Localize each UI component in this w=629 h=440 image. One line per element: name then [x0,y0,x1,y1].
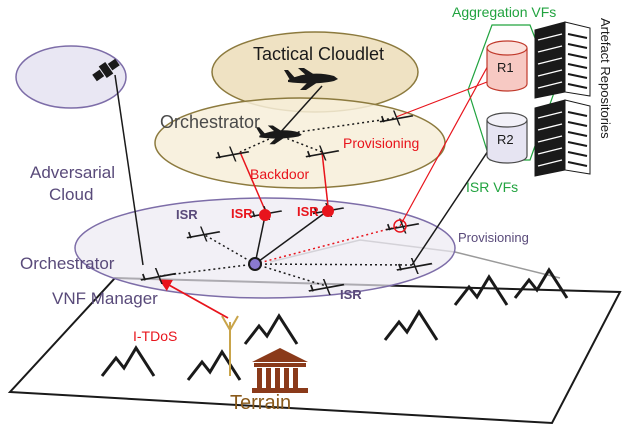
orchestrator-bottom-label: Orchestrator [20,254,115,273]
r1-label: R1 [497,60,514,75]
provisioning-node [393,219,407,233]
aircraft-icon [284,68,338,90]
database-icon [486,40,528,92]
aircraft-icon [255,125,302,145]
database-icon [486,112,528,164]
server-rack-icon [534,99,591,177]
antenna-icon [221,315,239,376]
provisioning-right-label: Provisioning [458,230,529,245]
r2-label: R2 [497,132,514,147]
edge-ellipse [74,197,456,299]
compromised-node [259,209,271,221]
satellite-icon [92,58,120,82]
terrain-plane [7,276,622,425]
isr-label: ISR [340,287,362,302]
isr-vfs-label: ISR VFs [466,179,518,195]
building-icon [252,348,308,393]
isr-compromised-label: ISR [297,204,319,219]
aggregation-vfs-label: Aggregation VFs [452,4,556,20]
adversarial-cloud-ellipse [15,45,127,109]
network-links [114,61,491,287]
adversarial-cloud-label: Cloud [49,185,93,204]
terrain-label: Terrain [230,392,291,414]
tactical-cloudlet-label: Tactical Cloudlet [253,44,384,64]
orchestrator-top-label: Orchestrator [160,112,260,132]
vf-hexagon [467,24,556,161]
itdos-arrow [158,279,229,319]
artefact-repositories-label: Artefact Repositories [598,18,613,139]
backdoor-label: Backdoor [250,166,309,182]
compromised-node [322,205,334,217]
hub-node [248,257,262,271]
isr-label: ISR [176,207,198,222]
vnf-manager-label: VNF Manager [52,289,158,308]
provisioning-top-label: Provisioning [343,135,419,151]
isr-compromised-label: ISR [231,206,253,221]
adversarial-label: Adversarial [30,163,115,182]
itdos-label: I-TDoS [133,328,177,344]
server-rack-icon [534,21,591,99]
